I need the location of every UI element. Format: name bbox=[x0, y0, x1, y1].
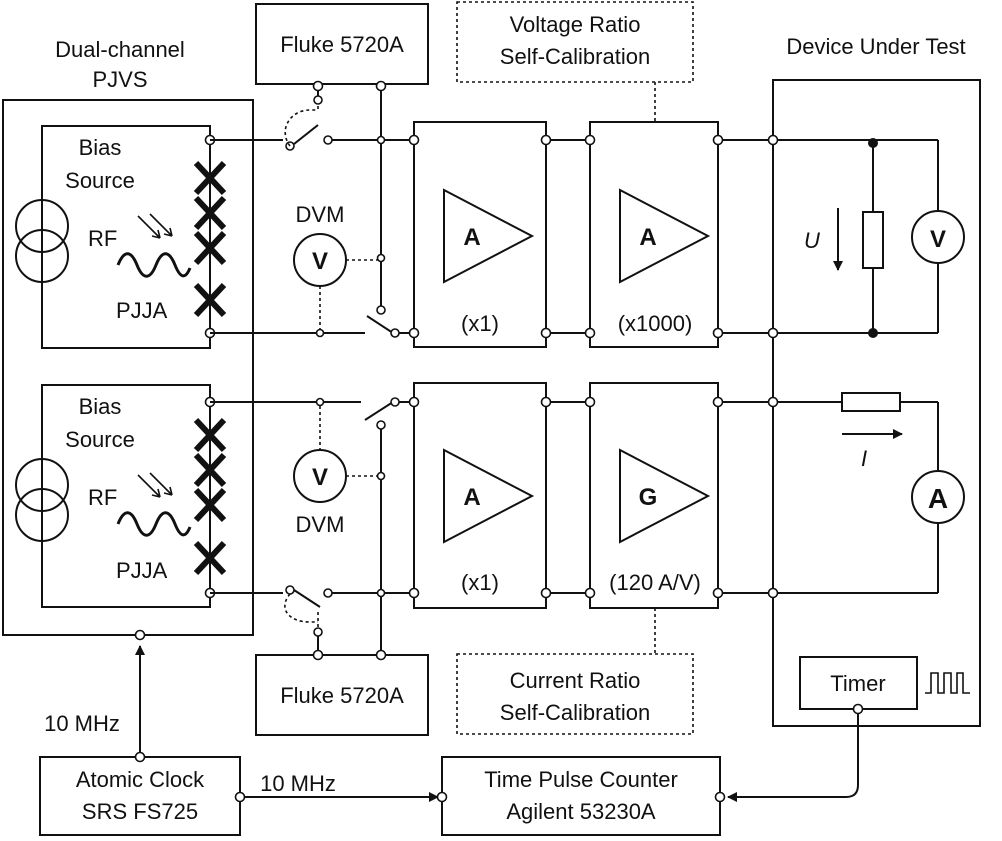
dvm-top-symbol: V bbox=[312, 248, 328, 275]
dut-title: Device Under Test bbox=[786, 34, 965, 59]
amplifier-triangle-icon bbox=[443, 448, 535, 544]
counter-line2: Agilent 53230A bbox=[506, 799, 656, 824]
pjvs-top-inner-box bbox=[41, 125, 211, 349]
josephson-junction-array-icon bbox=[193, 417, 227, 576]
amp-i2-gain: (120 A/V) bbox=[609, 570, 701, 595]
amp-i1-gain: (x1) bbox=[461, 570, 499, 595]
transconductance-amplifier: G (120 A/V) bbox=[584, 382, 724, 609]
pjvs-bottom-inner-box bbox=[41, 384, 211, 608]
voltage-cal-line1: Voltage Ratio bbox=[510, 12, 641, 37]
current-source-icon bbox=[15, 199, 69, 283]
dut-current-symbol: I bbox=[861, 446, 867, 471]
rf-light-arrows-icon bbox=[137, 213, 173, 239]
amp-v2-gain: (x1000) bbox=[618, 311, 693, 336]
clock-out-right-label: 10 MHz bbox=[260, 771, 336, 796]
fluke-top-box bbox=[255, 3, 429, 85]
time-pulse-counter-box bbox=[441, 756, 721, 836]
dut-voltmeter-symbol: V bbox=[930, 226, 946, 253]
pjvs-title-line2: PJVS bbox=[92, 67, 147, 92]
fluke-bottom-box bbox=[255, 654, 429, 736]
pjja-label-top: PJJA bbox=[116, 298, 168, 323]
amplifier-triangle-icon bbox=[619, 188, 711, 284]
switch-bottom-icon bbox=[364, 401, 394, 421]
bias-label-bottom-1: Bias bbox=[79, 394, 122, 419]
device-under-test: Device Under Test V U A I bbox=[722, 34, 981, 727]
bias-label-top-1: Bias bbox=[79, 135, 122, 160]
amp-v2-symbol: A bbox=[639, 224, 656, 251]
clock-line2: SRS FS725 bbox=[82, 799, 198, 824]
pjvs-title-line1: Dual-channel bbox=[55, 37, 185, 62]
amplifier-triangle-icon bbox=[619, 448, 711, 544]
amplifier-v2: A (x1000) bbox=[584, 121, 724, 348]
bias-label-bottom-2: Source bbox=[65, 427, 135, 452]
pjvs-clock-input-node bbox=[134, 629, 146, 641]
amp-v1-symbol: A bbox=[463, 224, 480, 251]
bias-label-top-2: Source bbox=[65, 168, 135, 193]
rf-light-arrows-icon bbox=[137, 472, 173, 498]
amp-v1-gain: (x1) bbox=[461, 311, 499, 336]
dvm-bottom-symbol: V bbox=[312, 464, 328, 491]
amplifier-v1: A (x1) bbox=[408, 121, 552, 348]
rf-label-bottom: RF bbox=[88, 485, 117, 510]
current-ratio-calibration-box bbox=[456, 653, 694, 735]
rf-wave-icon bbox=[116, 252, 192, 278]
switch-top-return-icon bbox=[366, 315, 394, 334]
clock-out-up-label: 10 MHz bbox=[44, 711, 120, 736]
bottom-channel-wiring: V DVM bbox=[210, 397, 414, 661]
dut-voltmeter-icon bbox=[911, 210, 965, 264]
current-cal-line1: Current Ratio bbox=[510, 668, 641, 693]
dvm-top-label: DVM bbox=[296, 202, 345, 227]
pjvs-channel-top: Bias Source RF PJJA bbox=[15, 125, 227, 349]
pjvs-channel-bottom: Bias Source RF PJJA bbox=[15, 384, 227, 608]
current-source-icon bbox=[15, 458, 69, 542]
switch-bottom-fluke-icon bbox=[293, 589, 321, 608]
rf-wave-icon bbox=[116, 511, 192, 537]
voltage-ratio-calibration-box bbox=[456, 1, 694, 83]
timer-label: Timer bbox=[830, 671, 885, 696]
clock-line1: Atomic Clock bbox=[76, 767, 205, 792]
dut-ammeter-symbol: A bbox=[928, 483, 948, 514]
pjja-label-bottom: PJJA bbox=[116, 558, 168, 583]
amp-i2-symbol: G bbox=[639, 484, 658, 511]
pulse-train-icon bbox=[925, 672, 970, 694]
amplifier-triangle-icon bbox=[443, 188, 535, 284]
fluke-bottom-label: Fluke 5720A bbox=[280, 683, 404, 708]
dut-resistor-icon bbox=[862, 211, 884, 269]
dut-voltage-symbol: U bbox=[804, 228, 820, 253]
dut-outline bbox=[772, 79, 981, 727]
fluke-top-label: Fluke 5720A bbox=[280, 32, 404, 57]
josephson-junction-array-icon bbox=[193, 160, 227, 318]
rf-label-top: RF bbox=[88, 226, 117, 251]
top-channel-wiring: V DVM bbox=[210, 80, 414, 338]
shunt-resistor-icon bbox=[841, 392, 901, 412]
switch-top-icon bbox=[293, 124, 319, 145]
atomic-clock-box bbox=[39, 756, 241, 836]
amplifier-i1: A (x1) bbox=[408, 382, 552, 609]
timer-box bbox=[799, 656, 918, 710]
amp-i1-symbol: A bbox=[463, 484, 480, 511]
voltage-cal-line2: Self-Calibration bbox=[500, 44, 650, 69]
dut-ammeter-icon bbox=[911, 470, 965, 524]
current-cal-line2: Self-Calibration bbox=[500, 700, 650, 725]
counter-line1: Time Pulse Counter bbox=[484, 767, 678, 792]
pjvs-block: Dual-channel PJVS Bias Source RF PJJA bbox=[2, 37, 254, 641]
dvm-bottom-label: DVM bbox=[296, 512, 345, 537]
